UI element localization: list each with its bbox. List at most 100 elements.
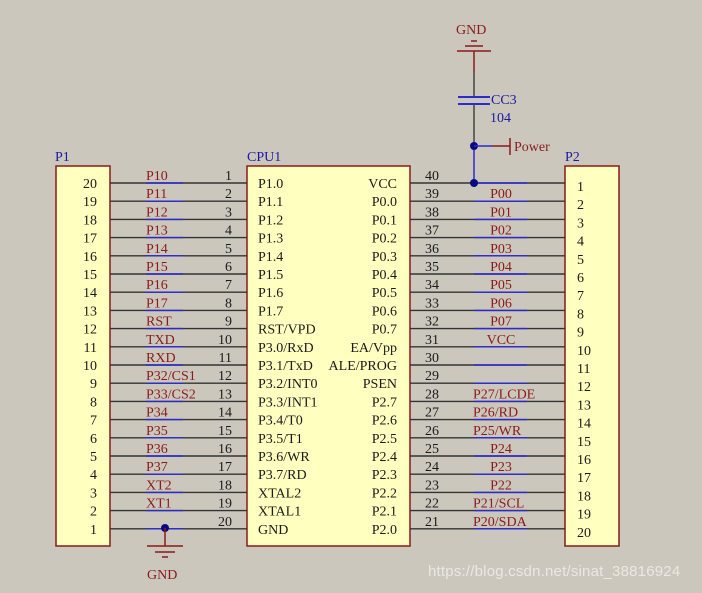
p2-pin-number: 2 <box>577 198 584 213</box>
cpu-pin-name: EA/Vpp <box>350 341 397 356</box>
cpu-pin-number: 34 <box>425 278 439 293</box>
net-label: P01 <box>490 205 512 220</box>
p1-pin-number: 10 <box>83 359 97 374</box>
cpu-pin-name: P0.1 <box>372 213 397 228</box>
cpu-pin-number: 16 <box>218 442 232 457</box>
p2-pin-number: 4 <box>577 235 584 250</box>
p1-pin-number: 15 <box>83 268 97 283</box>
cpu-designator: CPU1 <box>247 150 281 165</box>
p2-pin-number: 3 <box>577 216 584 231</box>
cpu-pin-number: 12 <box>218 369 232 384</box>
net-label: RST <box>146 315 172 330</box>
p2-pin-number: 10 <box>577 344 591 359</box>
net-label: P06 <box>490 296 512 311</box>
net-label: P17 <box>146 296 168 311</box>
cpu-pin-name: P1.3 <box>258 232 283 247</box>
cpu-pin-number: 18 <box>218 478 232 493</box>
net-label: P03 <box>490 242 512 257</box>
cpu-pin-number: 25 <box>425 442 439 457</box>
net-label: P14 <box>146 242 168 257</box>
cpu-pin-number: 22 <box>425 497 439 512</box>
cpu-pin-number: 14 <box>218 406 232 421</box>
cpu-pin-number: 29 <box>425 369 439 384</box>
p2-connector-body[interactable] <box>564 165 620 547</box>
p2-pin-number: 1 <box>577 180 584 195</box>
net-label: P02 <box>490 224 512 239</box>
cpu-pin-number: 21 <box>425 515 439 530</box>
cpu-pin-number: 28 <box>425 387 439 402</box>
p2-pin-number: 8 <box>577 307 584 322</box>
cpu-left-pins: P1.01P1.12P1.23P1.34P1.45P1.56P1.67P1.78… <box>218 169 318 538</box>
p2-pin-number: 18 <box>577 489 591 504</box>
cpu-pin-number: 4 <box>225 224 232 239</box>
net-label: P23 <box>490 460 512 475</box>
cpu-pin-name: P2.0 <box>372 523 397 538</box>
cpu-pin-name: P1.5 <box>258 268 283 283</box>
cpu-pin-name: P3.6/WR <box>258 450 310 465</box>
net-label: P05 <box>490 278 512 293</box>
capacitor-value: 104 <box>490 111 511 126</box>
p1-pin-number: 18 <box>83 213 97 228</box>
p2-pin-number: 6 <box>577 271 584 286</box>
cpu-pin-name: P3.4/T0 <box>258 414 303 429</box>
right-wires: P00P01P02P03P04P05P06P07VCCP27/LCDEP26/R… <box>410 182 565 530</box>
p1-pin-number: 19 <box>83 195 97 210</box>
capacitor-designator: CC3 <box>491 93 517 108</box>
net-label: P22 <box>490 478 512 493</box>
gnd-bottom-label: GND <box>147 568 177 583</box>
net-label: RXD <box>146 351 176 366</box>
p2-pin-number: 20 <box>577 526 591 541</box>
p1-designator: P1 <box>55 150 70 165</box>
net-label: P27/LCDE <box>473 387 535 402</box>
cpu-pin-number: 32 <box>425 315 439 330</box>
cpu-pin-number: 20 <box>218 515 232 530</box>
net-label: P32/CS1 <box>146 369 196 384</box>
p1-pin-number: 16 <box>83 250 97 265</box>
net-label: P13 <box>146 224 168 239</box>
cpu-pin-number: 40 <box>425 169 439 184</box>
net-label: P36 <box>146 442 168 457</box>
cpu-pin-name: P0.6 <box>372 304 397 319</box>
cpu-pin-name: P1.1 <box>258 195 283 210</box>
cpu-pin-name: P2.5 <box>372 432 397 447</box>
capacitor-cc3[interactable] <box>458 96 490 105</box>
cpu-pin-name: P0.0 <box>372 195 397 210</box>
net-label: P10 <box>146 169 168 184</box>
cpu-pin-name: P1.4 <box>258 250 283 265</box>
cpu-pin-name: P3.0/RxD <box>258 341 314 356</box>
cpu-pin-number: 37 <box>425 224 439 239</box>
p2-designator: P2 <box>565 150 580 165</box>
cpu-pin-name: XTAL1 <box>258 505 301 520</box>
cpu-right-pins: VCC40P0.039P0.138P0.237P0.336P0.435P0.53… <box>329 169 439 538</box>
cpu-pin-number: 11 <box>219 351 232 366</box>
cpu-pin-name: P2.7 <box>372 395 397 410</box>
power-port[interactable] <box>492 138 511 155</box>
cpu-pin-name: P2.2 <box>372 486 397 501</box>
cpu-pin-number: 13 <box>218 387 232 402</box>
cpu-pin-number: 24 <box>425 460 439 475</box>
cpu-body[interactable] <box>246 165 411 547</box>
net-label: P35 <box>146 424 168 439</box>
p2-pin-number: 15 <box>577 435 591 450</box>
cpu-pin-number: 1 <box>225 169 232 184</box>
cpu-pin-name: P3.5/T1 <box>258 432 303 447</box>
p2-pin-number: 7 <box>577 289 584 304</box>
cpu-pin-name: PSEN <box>363 377 397 392</box>
p1-connector-body[interactable] <box>55 165 111 547</box>
cpu-pin-name: P0.4 <box>372 268 397 283</box>
cpu-pin-name: P1.2 <box>258 213 283 228</box>
p1-pin-number: 2 <box>90 505 97 520</box>
p1-pin-number: 14 <box>83 286 97 301</box>
p2-pin-number: 17 <box>577 471 591 486</box>
cpu-pin-number: 36 <box>425 242 439 257</box>
net-label: P25/WR <box>473 424 522 439</box>
net-label: P37 <box>146 460 168 475</box>
cpu-pin-number: 5 <box>225 242 232 257</box>
cpu-pin-name: VCC <box>368 177 397 192</box>
net-label: P33/CS2 <box>146 387 196 402</box>
p1-pin-number: 6 <box>90 432 97 447</box>
p2-pin-number: 16 <box>577 453 591 468</box>
